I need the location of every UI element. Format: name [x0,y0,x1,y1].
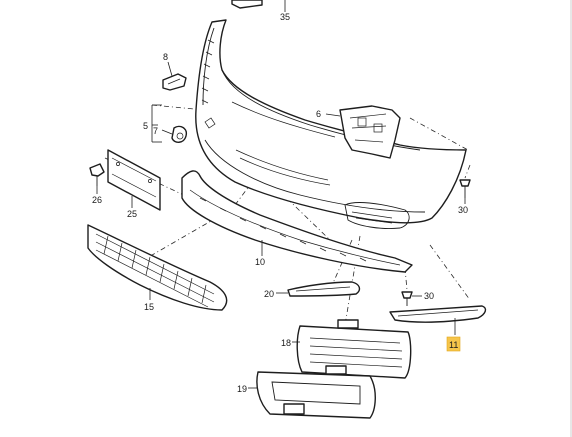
part-18-fog-grille [292,319,412,379]
part-15-lower-grille [87,224,228,311]
callout-19: 19 [237,384,247,394]
callout-20: 20 [264,289,274,299]
bumper-cover [195,19,467,229]
callout-labels: 35 8 6 5 7 26 25 30 10 30 20 15 18 19 [92,12,468,394]
callout-10: 10 [255,257,265,267]
part-5-7-leaders [151,104,188,143]
callout-35: 35 [280,12,290,22]
part-6-side-bracket [325,105,401,159]
callout-5: 5 [143,121,148,131]
callout-30-lower: 30 [424,291,434,301]
callout-18: 18 [281,338,291,348]
part-19-fog-cover [248,365,376,419]
highlight-box [446,336,461,352]
part-35-clip [231,0,286,12]
callout-15: 15 [144,302,154,312]
part-8-bracket [162,61,187,91]
callout-25: 25 [127,209,137,219]
callout-30-upper: 30 [458,205,468,215]
callout-6: 6 [316,109,321,119]
part-26-clip [89,163,105,194]
callout-8: 8 [163,52,168,62]
part-20-trim-strip [276,281,361,297]
part-30-screw-lower [401,291,422,306]
callout-11: 11 [449,340,458,350]
part-25-plate-holder [107,149,161,211]
part-10-lower-spoiler [181,170,413,273]
callout-7: 7 [153,126,158,136]
part-11-trim-strip [389,305,487,335]
highlight-callout-11: 11 [446,336,461,352]
part-30-screw-right [459,179,471,204]
callout-26: 26 [92,195,102,205]
